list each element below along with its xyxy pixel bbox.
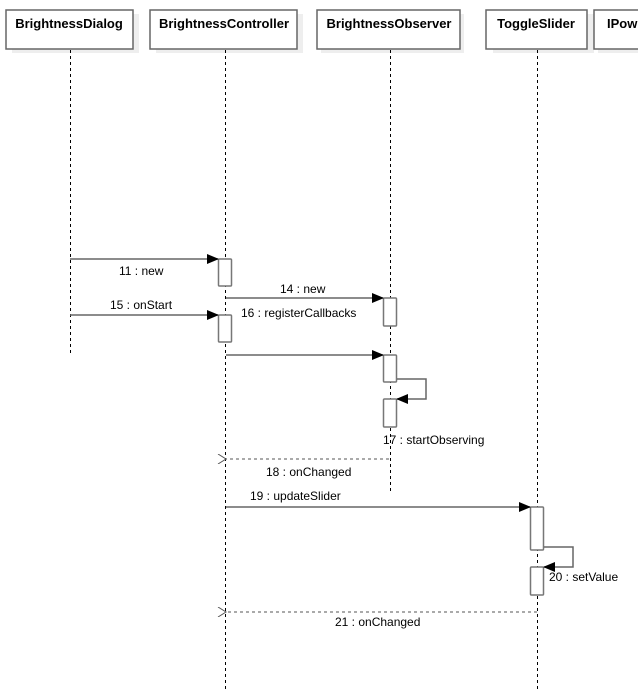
message-arrow-17 [396,378,427,404]
message-label: 20 : setValue [549,570,618,584]
activation-bar [382,297,398,327]
message-label: 19 : updateSlider [250,489,341,503]
message-label: 21 : onChanged [335,615,420,629]
message-arrow-20 [543,546,574,572]
participant-toggle-slider[interactable]: ToggleSlider [485,9,594,53]
participant-label: IPow [607,16,638,31]
participant-label: BrightnessDialog [15,16,123,31]
participant-label: BrightnessObserver [327,16,452,31]
activation-bar [217,314,233,343]
participant-ipow[interactable]: IPow [593,9,638,53]
participant-brightness-observer[interactable]: BrightnessObserver [316,9,464,53]
message-label: 15 : onStart [110,298,173,312]
message-label: 11 : new [119,264,164,278]
activation-bar [529,566,545,596]
participant-brightness-controller[interactable]: BrightnessController [149,9,303,53]
message-label: 14 : new [280,282,326,296]
participant-label: BrightnessController [159,16,289,31]
message-label: 16 : registerCallbacks [241,306,356,320]
participant-brightness-dialog[interactable]: BrightnessDialog [5,9,139,53]
activation-bar [382,354,398,383]
activation-bar [382,398,398,428]
activation-bar [529,506,545,551]
participant-label: ToggleSlider [497,16,575,31]
message-label: 17 : startObserving [383,433,484,447]
message-label: 18 : onChanged [266,465,351,479]
activation-bar [217,258,233,287]
